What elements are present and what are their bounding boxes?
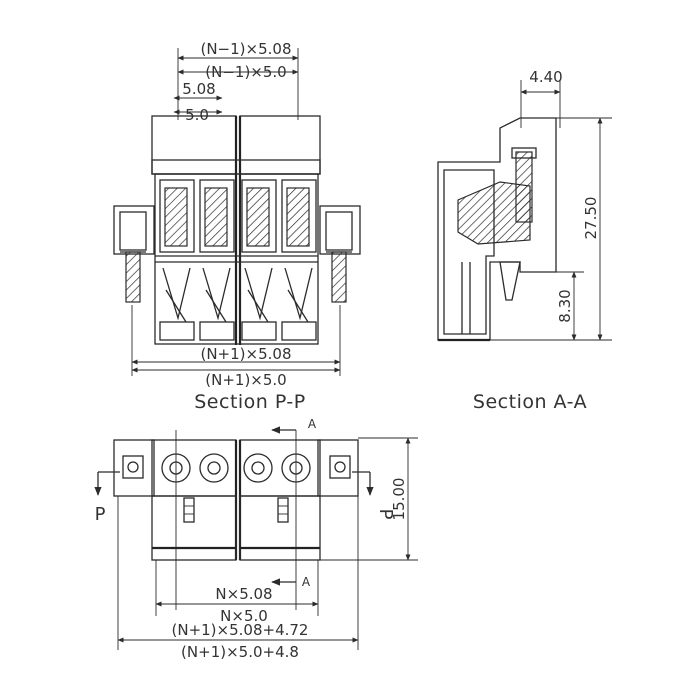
clamp-cavities xyxy=(154,173,319,345)
caption-section-aa: Section A-A xyxy=(473,391,587,413)
dim-pitch-50: 5.0 xyxy=(185,106,209,124)
cut-mark-left: P xyxy=(95,504,106,525)
flange-hole-left-icon xyxy=(122,455,144,479)
cut-mark-right: P xyxy=(375,509,396,520)
dim-n-508: N×5.08 xyxy=(215,585,272,603)
left-screw-icon xyxy=(120,251,146,303)
dim-height-2750: 27.50 xyxy=(582,197,600,240)
top-view-dimensions: 15.00 N×5.08 N×5.0 (N+1)×5.08+4.72 (N+1)… xyxy=(117,437,418,661)
dim-bottom-50: (N+1)×5.0 xyxy=(205,371,286,389)
dim-pitch-508: 5.08 xyxy=(182,80,215,98)
dim-overall-50: (N+1)×5.0+4.8 xyxy=(181,643,299,661)
dim-top-508: (N−1)×5.08 xyxy=(200,40,291,58)
section-aa-view: 4.40 27.50 8.30 Section A-A xyxy=(437,68,612,413)
dim-width-440: 4.40 xyxy=(529,68,562,86)
side-flanges xyxy=(113,205,361,303)
top-view-body xyxy=(113,430,359,610)
flange-hole-right-icon xyxy=(329,455,351,479)
section-mark-top: A xyxy=(308,417,317,431)
caption-section-pp: Section P-P xyxy=(194,391,305,413)
section-pp-bottom-dimensions: (N+1)×5.08 (N+1)×5.0 xyxy=(131,305,341,389)
section-pp-view: (N−1)×5.08 (N−1)×5.0 5.08 5.0 xyxy=(113,40,361,413)
section-aa-dimensions: 4.40 27.50 8.30 xyxy=(470,68,612,341)
section-pp-top-dimensions: (N−1)×5.08 (N−1)×5.0 5.08 5.0 xyxy=(173,40,299,124)
side-housing xyxy=(437,117,557,342)
side-screw-icon xyxy=(511,147,537,223)
section-mark-bottom: A xyxy=(302,575,311,589)
release-slots xyxy=(183,497,289,523)
right-screw-icon xyxy=(326,251,352,303)
section-markers: P P A A xyxy=(94,417,396,589)
dim-overall-508: (N+1)×5.08+4.72 xyxy=(172,621,309,639)
wire-entry-icons xyxy=(161,453,311,483)
top-view: P P A A 15.00 N×5.08 N×5.0 (N+1)×5.08+4.… xyxy=(94,417,418,661)
dim-top-50: (N−1)×5.0 xyxy=(205,63,286,81)
dim-n-50: N×5.0 xyxy=(220,607,268,625)
dim-bottom-508: (N+1)×5.08 xyxy=(200,345,291,363)
dim-depth-1500: 15.00 xyxy=(390,478,408,521)
dim-lower-830: 8.30 xyxy=(556,289,574,322)
